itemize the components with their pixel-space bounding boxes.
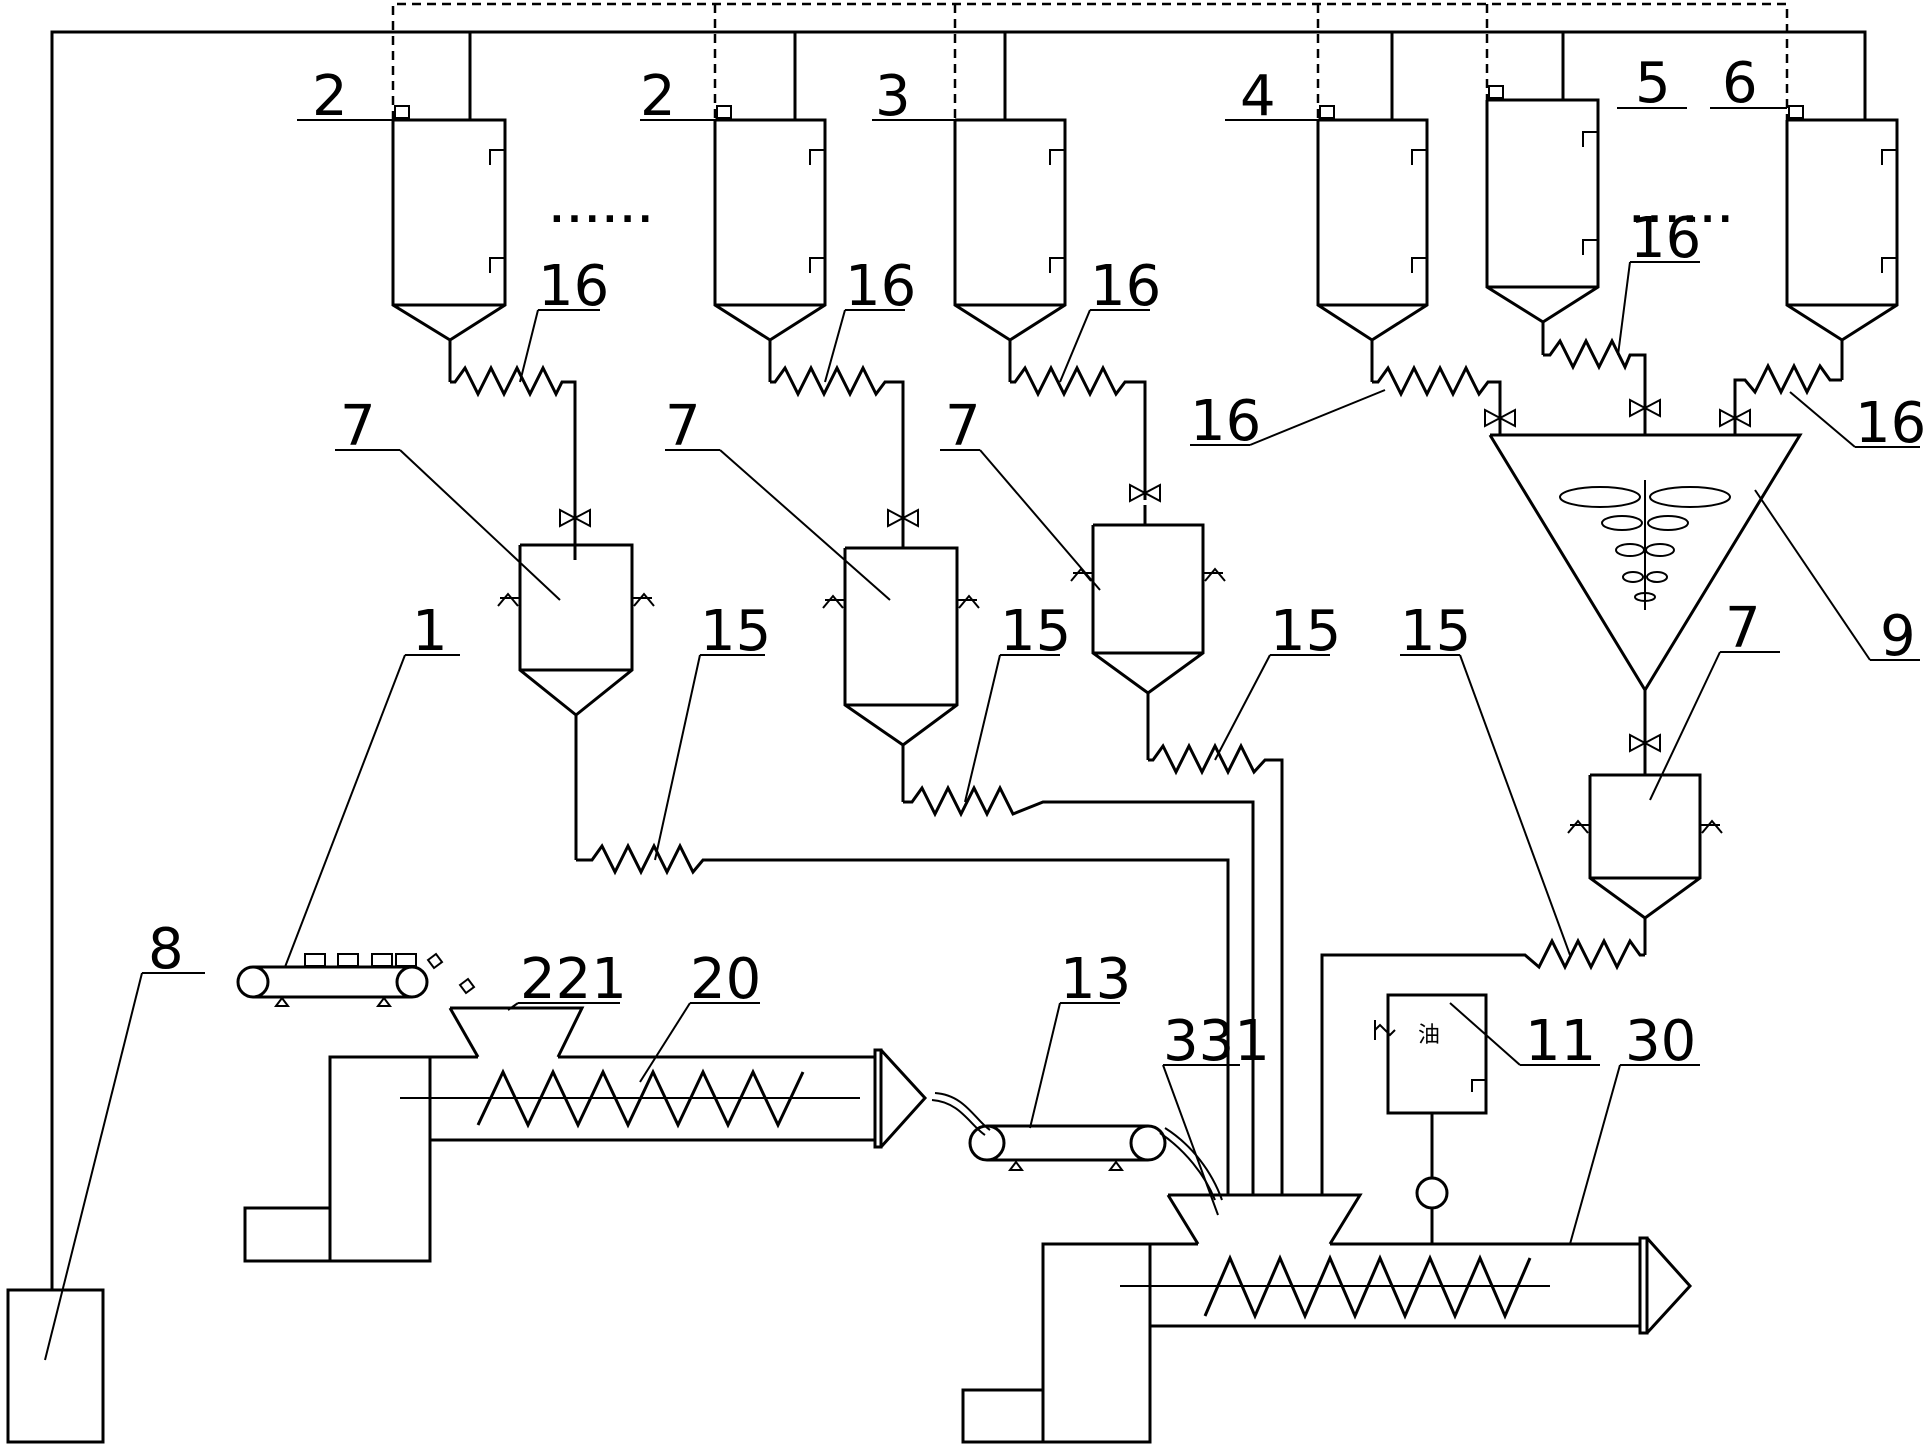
silo-2b bbox=[713, 105, 827, 342]
label-hopper-221: 221 bbox=[520, 947, 627, 1012]
hopper-7c bbox=[1070, 505, 1226, 760]
label-silo-5: 5 bbox=[1635, 51, 1671, 116]
label-hopper-7c: 7 bbox=[945, 394, 981, 459]
label-silo-2b: 2 bbox=[640, 64, 676, 129]
label-conveyor-13: 13 bbox=[1060, 947, 1131, 1012]
label-screw-16b: 16 bbox=[845, 254, 916, 319]
label-screw-16a: 16 bbox=[538, 254, 609, 319]
label-silo-6: 6 bbox=[1722, 51, 1758, 116]
label-oil-tank-11: 11 bbox=[1525, 1009, 1596, 1074]
screw-conveyors-16 bbox=[448, 322, 1844, 560]
hopper-7a bbox=[497, 530, 655, 860]
label-hopper-7a: 7 bbox=[340, 394, 376, 459]
silo-6 bbox=[1785, 105, 1899, 342]
reference-labels: 2 2 3 4 5 6 16 16 16 16 16 16 7 7 7 7 9 … bbox=[148, 51, 1923, 1074]
leader-lines bbox=[44, 107, 1920, 1361]
hopper-7d bbox=[1567, 773, 1723, 955]
label-hopper-7d: 7 bbox=[1725, 596, 1761, 661]
silo-5 bbox=[1485, 85, 1600, 324]
label-silo-3: 3 bbox=[875, 64, 911, 129]
label-hopper-331: 331 bbox=[1163, 1009, 1270, 1074]
belt-conveyor-13 bbox=[931, 1092, 1223, 1201]
label-silo-4: 4 bbox=[1240, 64, 1276, 129]
label-extruder-20: 20 bbox=[690, 947, 761, 1012]
ellipsis-left: ...... bbox=[550, 190, 656, 231]
label-conveyor-1: 1 bbox=[412, 599, 448, 664]
silo-2a bbox=[391, 105, 507, 342]
label-screw-15b: 15 bbox=[1000, 599, 1071, 664]
label-screw-16e: 16 bbox=[1630, 206, 1701, 271]
label-screw-15a: 15 bbox=[700, 599, 771, 664]
belt-conveyor-1 bbox=[236, 952, 476, 1007]
label-tank-8: 8 bbox=[148, 917, 184, 982]
top-pipe-network bbox=[50, 2, 1867, 1290]
silo-3 bbox=[953, 118, 1067, 342]
label-screw-15d: 15 bbox=[1400, 599, 1471, 664]
label-mixer-9: 9 bbox=[1880, 604, 1916, 669]
tank-8 bbox=[6, 1288, 105, 1444]
valves bbox=[559, 398, 1751, 753]
silo-4 bbox=[1316, 105, 1429, 342]
screw-conveyors-15 bbox=[576, 742, 1645, 1195]
label-hopper-7b: 7 bbox=[665, 394, 701, 459]
hopper-7b bbox=[822, 530, 980, 802]
label-screw-16d: 16 bbox=[1190, 389, 1261, 454]
extruder-30 bbox=[961, 1193, 1693, 1444]
extruder-20 bbox=[243, 1006, 928, 1263]
oil-tank-text: 油 bbox=[1418, 1023, 1440, 1048]
mixer-9 bbox=[1488, 418, 1803, 775]
label-screw-16c: 16 bbox=[1090, 254, 1161, 319]
label-screw-16f: 16 bbox=[1855, 391, 1923, 456]
ellipsis-right: ...... bbox=[1630, 190, 1736, 231]
label-extruder-30: 30 bbox=[1625, 1009, 1696, 1074]
oil-tank-11: 油 bbox=[1374, 993, 1488, 1244]
label-silo-2a: 2 bbox=[312, 64, 348, 129]
label-screw-15c: 15 bbox=[1270, 599, 1341, 664]
